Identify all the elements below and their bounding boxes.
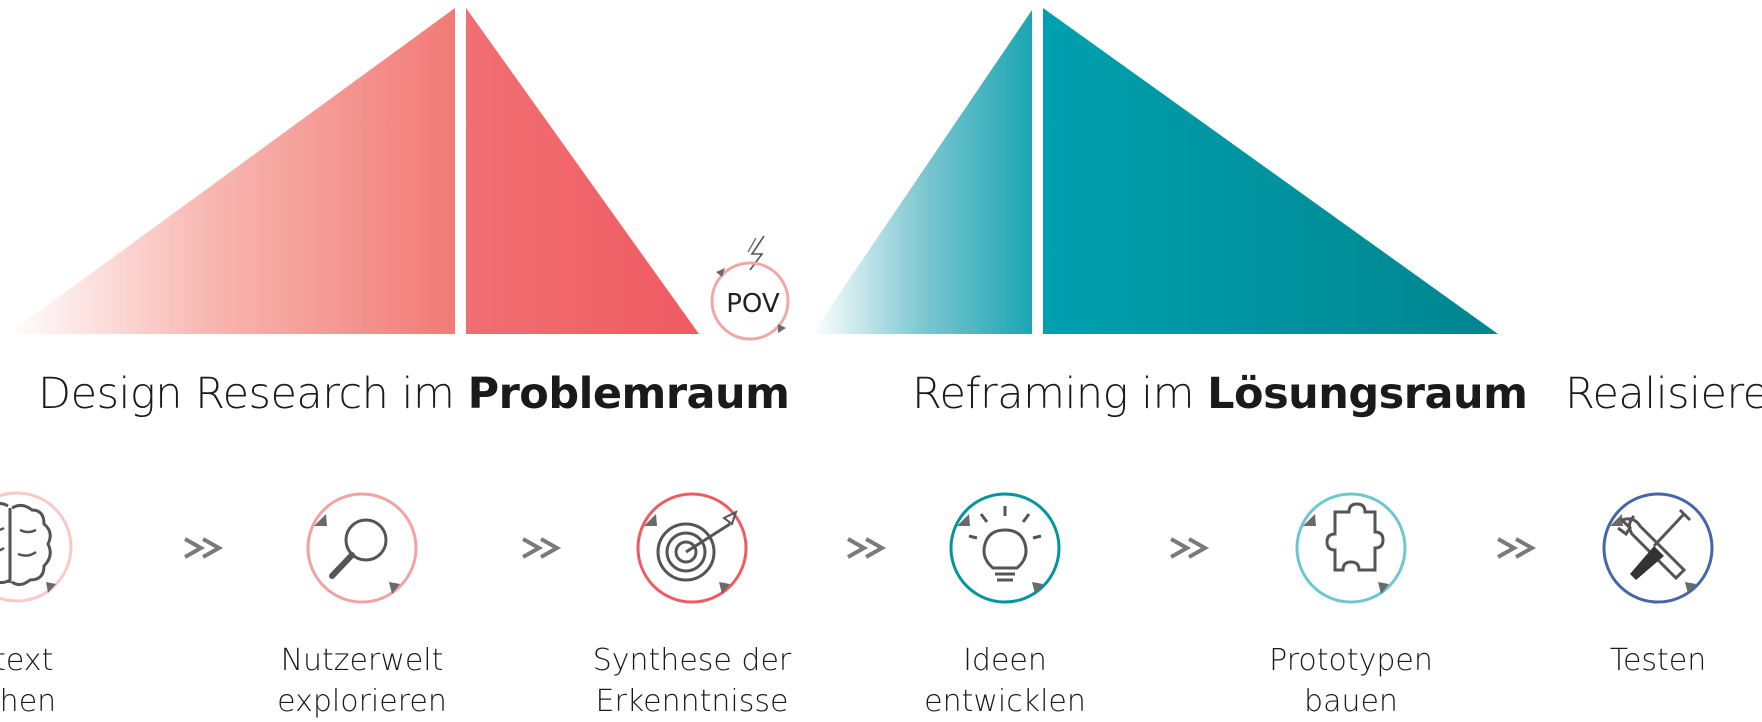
step-label-line1: Testen: [1609, 643, 1707, 678]
chevron-double-icon: [1170, 537, 1210, 559]
phase-title-solution: Reframing im Lösungsraum: [912, 368, 1528, 420]
target-icon: [636, 492, 748, 604]
step-label-line2: stehen: [0, 684, 57, 719]
puzzle-icon: [1295, 492, 1407, 604]
problem-triangle-left: [8, 8, 455, 334]
phase-title-prefix: Realisieren: [1565, 369, 1762, 419]
phase-title-problem: Design Research im Problemraum: [38, 368, 790, 420]
chevron-double-icon: [184, 537, 224, 559]
step-label-prototypen: Prototypen bauen: [1221, 640, 1481, 722]
problem-space-triangle: [8, 8, 1498, 334]
step-label-nutzerwelt: Nutzerwelt explorieren: [232, 640, 492, 722]
step-label-line1: Ideen: [963, 643, 1047, 678]
chevron-double-icon: [522, 537, 562, 559]
pov-badge: POV: [706, 228, 806, 344]
chevron-double-icon: [847, 537, 887, 559]
tools-icon: [1602, 492, 1714, 604]
step-label-line2: explorieren: [277, 684, 447, 719]
step-label-line1: Nutzerwelt: [280, 643, 444, 678]
phase-title-bold: Problemraum: [467, 369, 790, 419]
step-label-context: ontext stehen: [0, 640, 135, 722]
step-label-testen: Testen: [1528, 640, 1762, 681]
phase-title-prefix: Design Research im: [38, 369, 468, 419]
pov-label: POV: [726, 289, 780, 319]
solution-triangle-left: [812, 10, 1032, 334]
step-label-line1: Prototypen: [1269, 643, 1433, 678]
step-label-line2: bauen: [1304, 684, 1398, 719]
step-label-line2: Erkenntnisse: [595, 684, 789, 719]
brain-icon: [0, 491, 73, 603]
solution-triangle-right: [1043, 8, 1498, 334]
lightbulb-icon: [949, 492, 1061, 604]
chevron-double-icon: [1497, 537, 1537, 559]
phase-title-realize: Realisieren: [1565, 368, 1762, 420]
magnifier-icon: [306, 492, 418, 604]
phase-title-prefix: Reframing im: [912, 369, 1208, 419]
step-label-synthese: Synthese der Erkenntnisse: [562, 640, 822, 722]
phase-title-bold: Lösungsraum: [1207, 369, 1528, 419]
step-label-line1: Synthese der: [592, 643, 792, 678]
step-label-line2: entwicklen: [924, 684, 1086, 719]
step-label-ideen: Ideen entwicklen: [875, 640, 1135, 722]
step-label-line1: ontext: [0, 643, 54, 678]
problem-triangle-right: [466, 8, 699, 334]
